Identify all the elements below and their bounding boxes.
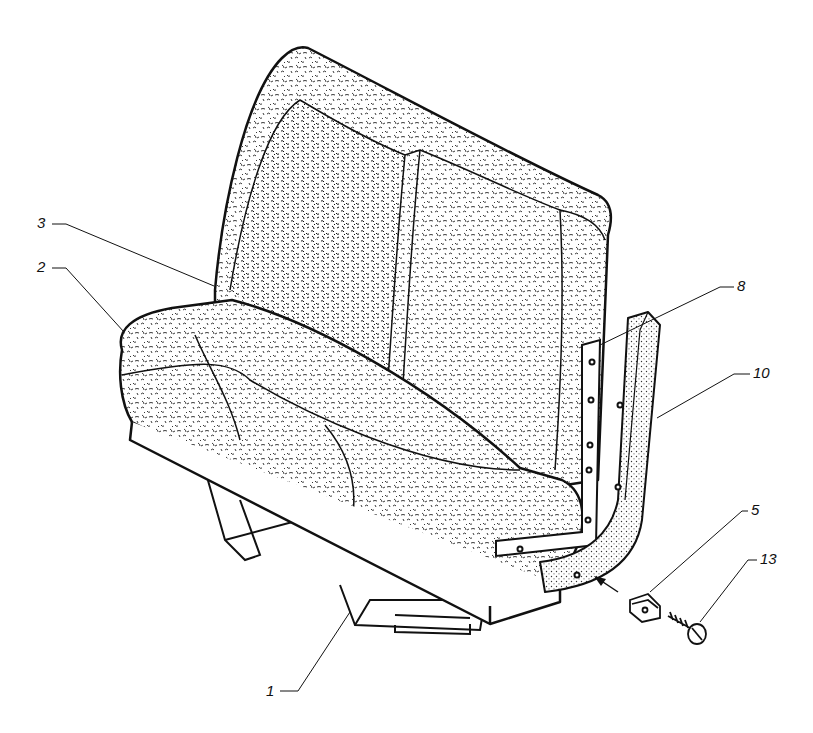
callout-number: 5 (750, 501, 760, 518)
seat-cushion (120, 300, 582, 624)
screw (668, 612, 706, 644)
callout-number: 13 (759, 550, 778, 567)
side-plate (496, 340, 600, 556)
callout-number: 8 (736, 277, 746, 294)
callout-number: 2 (36, 258, 46, 275)
callout-number: 1 (265, 682, 275, 699)
callout-number: 10 (752, 364, 771, 381)
leader-lines (52, 224, 757, 691)
trim-cover (540, 312, 660, 592)
clip (630, 594, 660, 622)
arrow (594, 576, 618, 592)
callout-number: 3 (36, 214, 46, 231)
